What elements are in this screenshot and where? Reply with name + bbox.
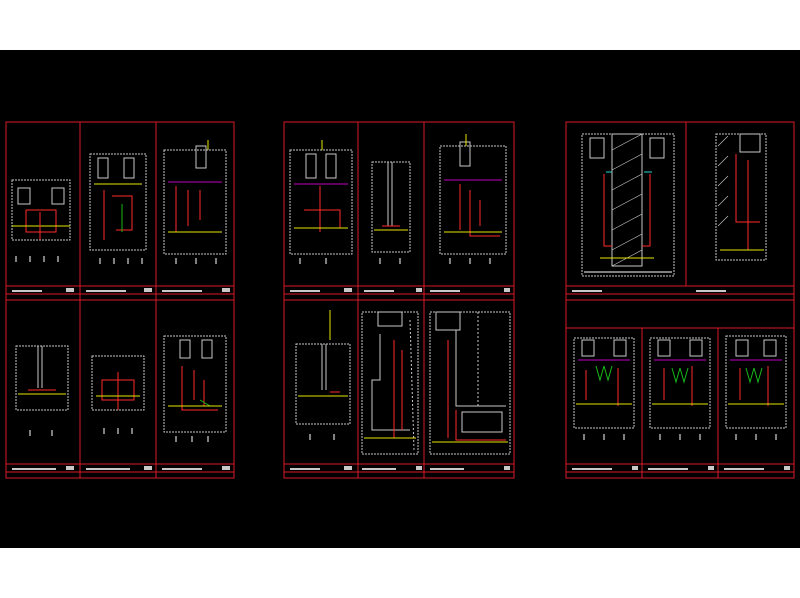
cad-drawing xyxy=(5,121,795,479)
detail-1-1 xyxy=(11,179,74,292)
sheet-3 xyxy=(565,121,795,479)
sheet-1 xyxy=(5,121,235,479)
detail-3-4 xyxy=(648,337,714,470)
detail-1-6 xyxy=(162,335,230,470)
detail-1-2 xyxy=(86,153,152,292)
detail-2-5 xyxy=(361,311,422,470)
detail-2-3 xyxy=(430,134,510,292)
detail-3-2 xyxy=(696,133,767,292)
detail-3-3 xyxy=(572,337,638,470)
detail-2-2 xyxy=(364,161,422,292)
detail-1-4 xyxy=(12,345,74,470)
sheet-2 xyxy=(283,121,515,479)
detail-1-5 xyxy=(86,355,152,470)
detail-2-1 xyxy=(289,140,353,292)
cad-drawing-canvas xyxy=(0,50,800,548)
detail-1-3 xyxy=(162,140,230,292)
detail-3-5 xyxy=(724,335,790,470)
detail-2-6 xyxy=(429,311,511,470)
detail-3-1 xyxy=(572,133,675,292)
detail-2-4 xyxy=(290,310,352,470)
